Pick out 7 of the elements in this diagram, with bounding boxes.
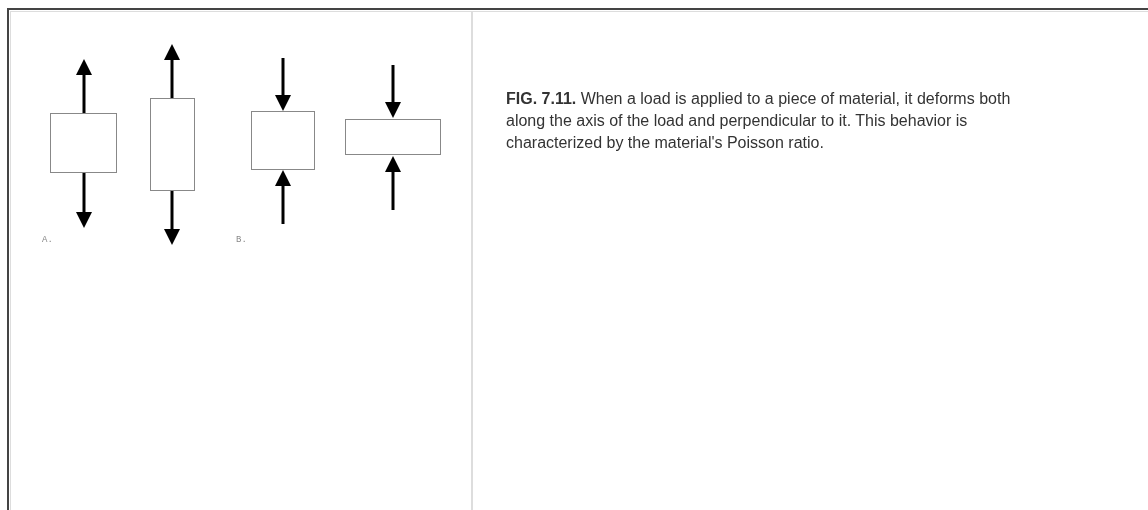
block-rectangle [345, 119, 441, 155]
panel-label: B. [236, 236, 247, 245]
figure-caption: FIG. 7.11. When a load is applied to a piece of material, it deforms both along the axis of the load and perpendicular to it. This behavior is characterized by the material's Poisson ratio. [506, 89, 1011, 153]
panel-label: A. [42, 236, 53, 245]
block-rectangle [251, 111, 315, 170]
block-rectangle [150, 98, 195, 191]
block-rectangle [50, 113, 117, 173]
